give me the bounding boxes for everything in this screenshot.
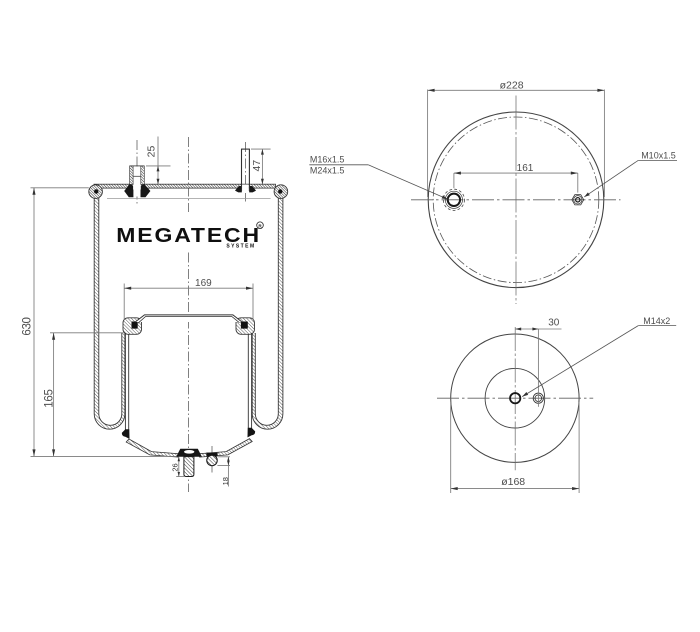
- svg-text:M14x2: M14x2: [643, 316, 670, 326]
- svg-text:30: 30: [548, 318, 560, 329]
- svg-text:M24x1.5: M24x1.5: [310, 166, 345, 176]
- svg-text:R: R: [258, 223, 262, 228]
- svg-text:47: 47: [251, 160, 263, 172]
- svg-text:630: 630: [22, 317, 34, 335]
- svg-text:26: 26: [171, 463, 180, 471]
- svg-text:M10x1.5: M10x1.5: [641, 151, 676, 161]
- svg-text:25: 25: [146, 146, 158, 158]
- svg-text:ø228: ø228: [500, 80, 524, 92]
- svg-text:169: 169: [195, 278, 212, 289]
- svg-text:165: 165: [44, 389, 56, 407]
- svg-text:MEGATECH: MEGATECH: [116, 223, 261, 246]
- svg-text:SYSTEM: SYSTEM: [226, 244, 255, 250]
- svg-text:161: 161: [517, 163, 534, 174]
- svg-text:18: 18: [221, 477, 230, 485]
- svg-text:ø168: ø168: [501, 476, 525, 488]
- svg-text:M16x1.5: M16x1.5: [310, 155, 345, 165]
